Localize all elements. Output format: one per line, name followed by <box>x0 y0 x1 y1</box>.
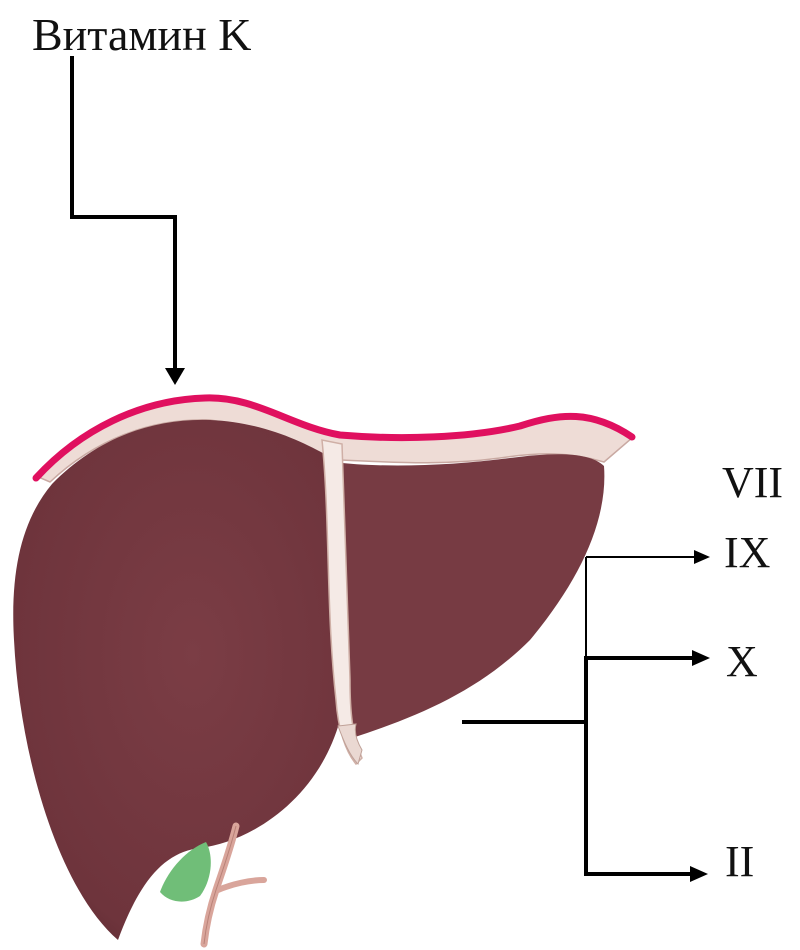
factor-x-label: X <box>726 637 758 686</box>
factor-ix-label: IX <box>724 528 770 577</box>
liver-illustration <box>13 398 632 944</box>
vitamin-k-arrow <box>72 56 175 378</box>
liver-right-lobe <box>13 420 340 940</box>
vitamin-k-label: Витамин K <box>32 9 251 60</box>
arrowhead-ii <box>690 866 708 882</box>
factor-ii-label: II <box>725 837 754 886</box>
liver-left-lobe <box>334 454 604 738</box>
factor-vii-label: VII <box>722 458 783 507</box>
arrowhead-x <box>692 650 710 666</box>
bile-duct-branch <box>218 880 264 890</box>
arrowhead-ix <box>694 550 710 564</box>
vitamin-k-arrowhead <box>165 368 185 385</box>
